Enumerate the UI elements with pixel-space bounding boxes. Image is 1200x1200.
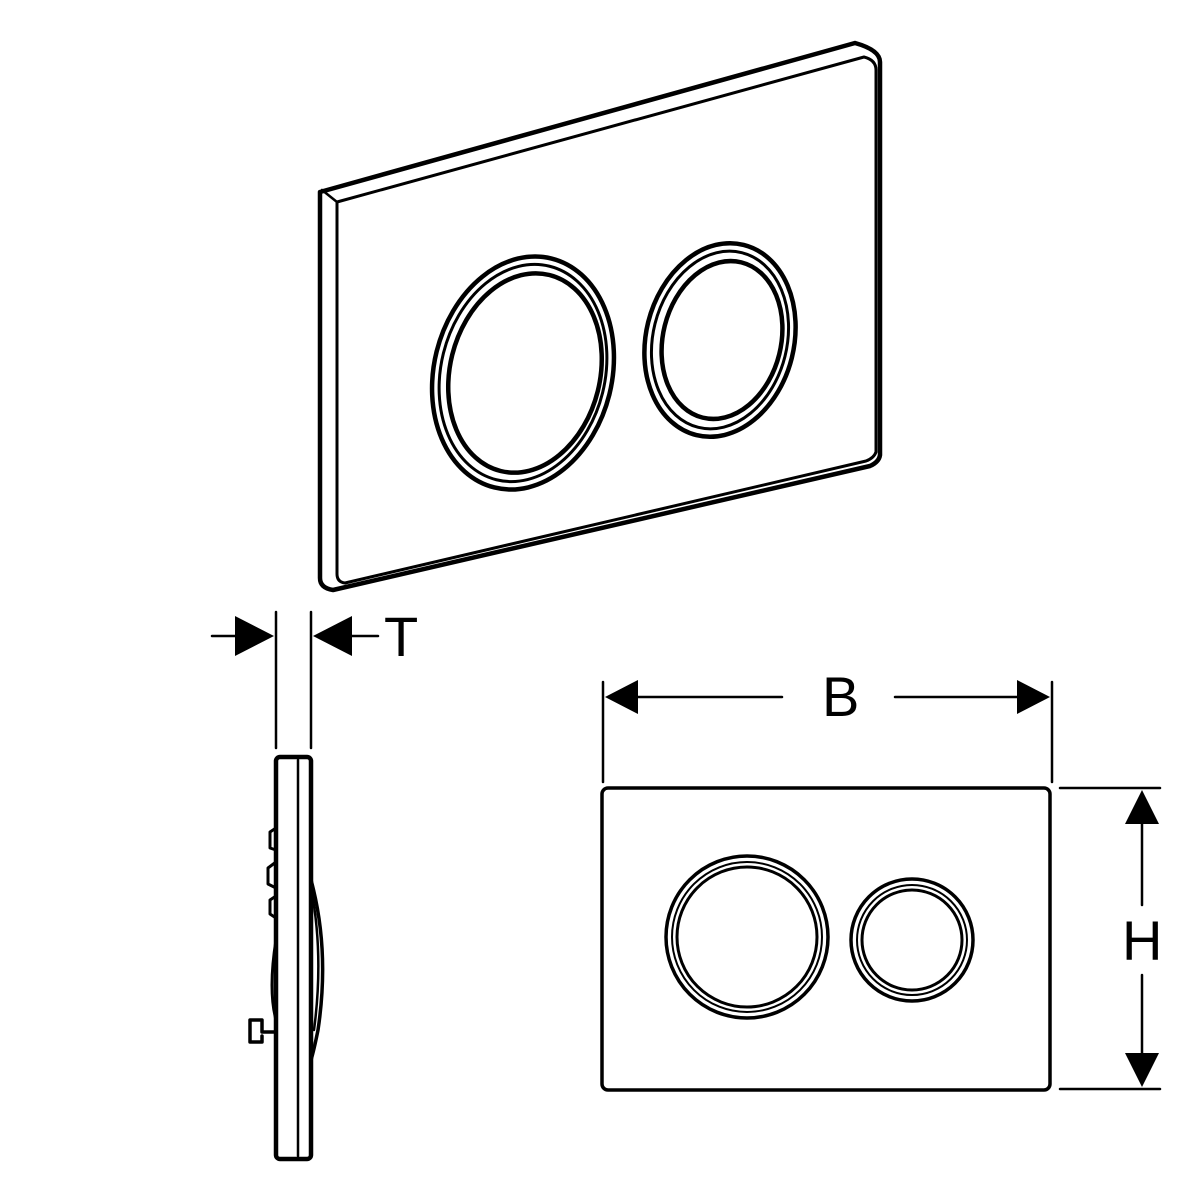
small-flush-button-front [849,877,975,1003]
thickness-label: T [384,605,418,668]
side-view [248,754,325,1162]
arrow-right-icon [235,616,274,656]
plate-outline [317,40,883,593]
arrow-left-icon [605,680,638,714]
small-flush-button-iso [642,240,798,440]
plate-front-face [335,55,878,585]
arrow-left-icon [313,616,352,656]
front-plate-outline [600,786,1052,1092]
plate-top-bevel [320,188,339,204]
side-plate-outline [273,754,314,1162]
height-dimension: H [1058,786,1162,1091]
arrow-up-icon [1125,790,1159,824]
height-label: H [1122,909,1162,972]
isometric-view [317,40,883,593]
front-view [600,786,1052,1092]
large-flush-button-iso [429,254,617,492]
side-button-profile [309,878,325,1062]
thickness-dimension: T [210,605,418,750]
arrow-right-icon [1017,680,1050,714]
width-dimension: B [601,665,1054,784]
arrow-down-icon [1125,1053,1159,1087]
width-label: B [822,665,859,728]
side-mounting-hooks [266,826,278,920]
large-flush-button-front [664,854,830,1020]
side-fastener-hook [248,1018,278,1044]
